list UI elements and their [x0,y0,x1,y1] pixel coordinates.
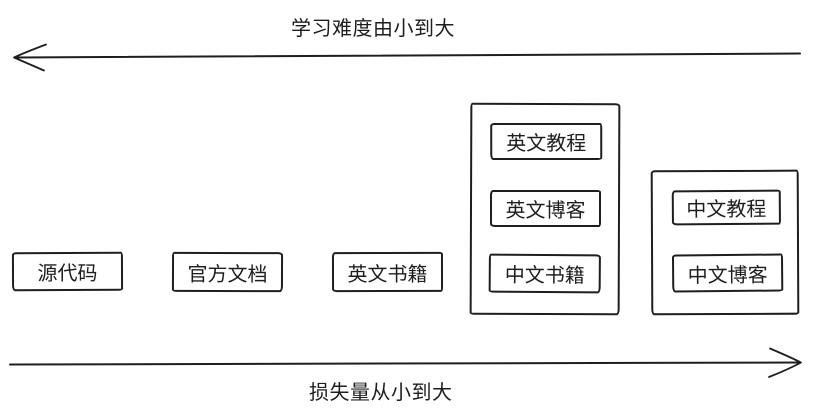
top-axis-label: 学习难度由小到大 [291,18,455,40]
node-official-docs: 官方文档 [171,251,284,293]
node-english-blogs-label: 英文博客 [505,199,586,223]
left-arrow-icon [13,43,801,72]
group-chinese-resources: 中文教程 中文博客 [650,169,800,316]
node-english-blogs: 英文博客 [489,189,602,228]
node-chinese-blogs: 中文博客 [671,253,784,293]
node-english-tutorials-label: 英文教程 [506,132,587,156]
node-english-books-label: 英文书籍 [347,263,428,286]
bottom-axis-label: 损失量从小到大 [309,382,453,404]
node-official-docs-label: 官方文档 [187,263,268,286]
node-chinese-blogs-label: 中文博客 [687,264,768,287]
node-chinese-books-label: 中文书籍 [504,264,585,288]
node-english-tutorials: 英文教程 [490,122,603,161]
node-chinese-tutorials-label: 中文教程 [686,198,767,222]
node-source-code-label: 源代码 [37,262,98,286]
right-arrow-icon [9,347,802,378]
node-source-code: 源代码 [11,251,124,292]
group-mid-difficulty: 英文教程 英文博客 中文书籍 [469,102,621,316]
node-chinese-tutorials: 中文教程 [671,189,781,226]
node-chinese-books: 中文书籍 [488,253,601,294]
node-english-books: 英文书籍 [331,251,444,293]
